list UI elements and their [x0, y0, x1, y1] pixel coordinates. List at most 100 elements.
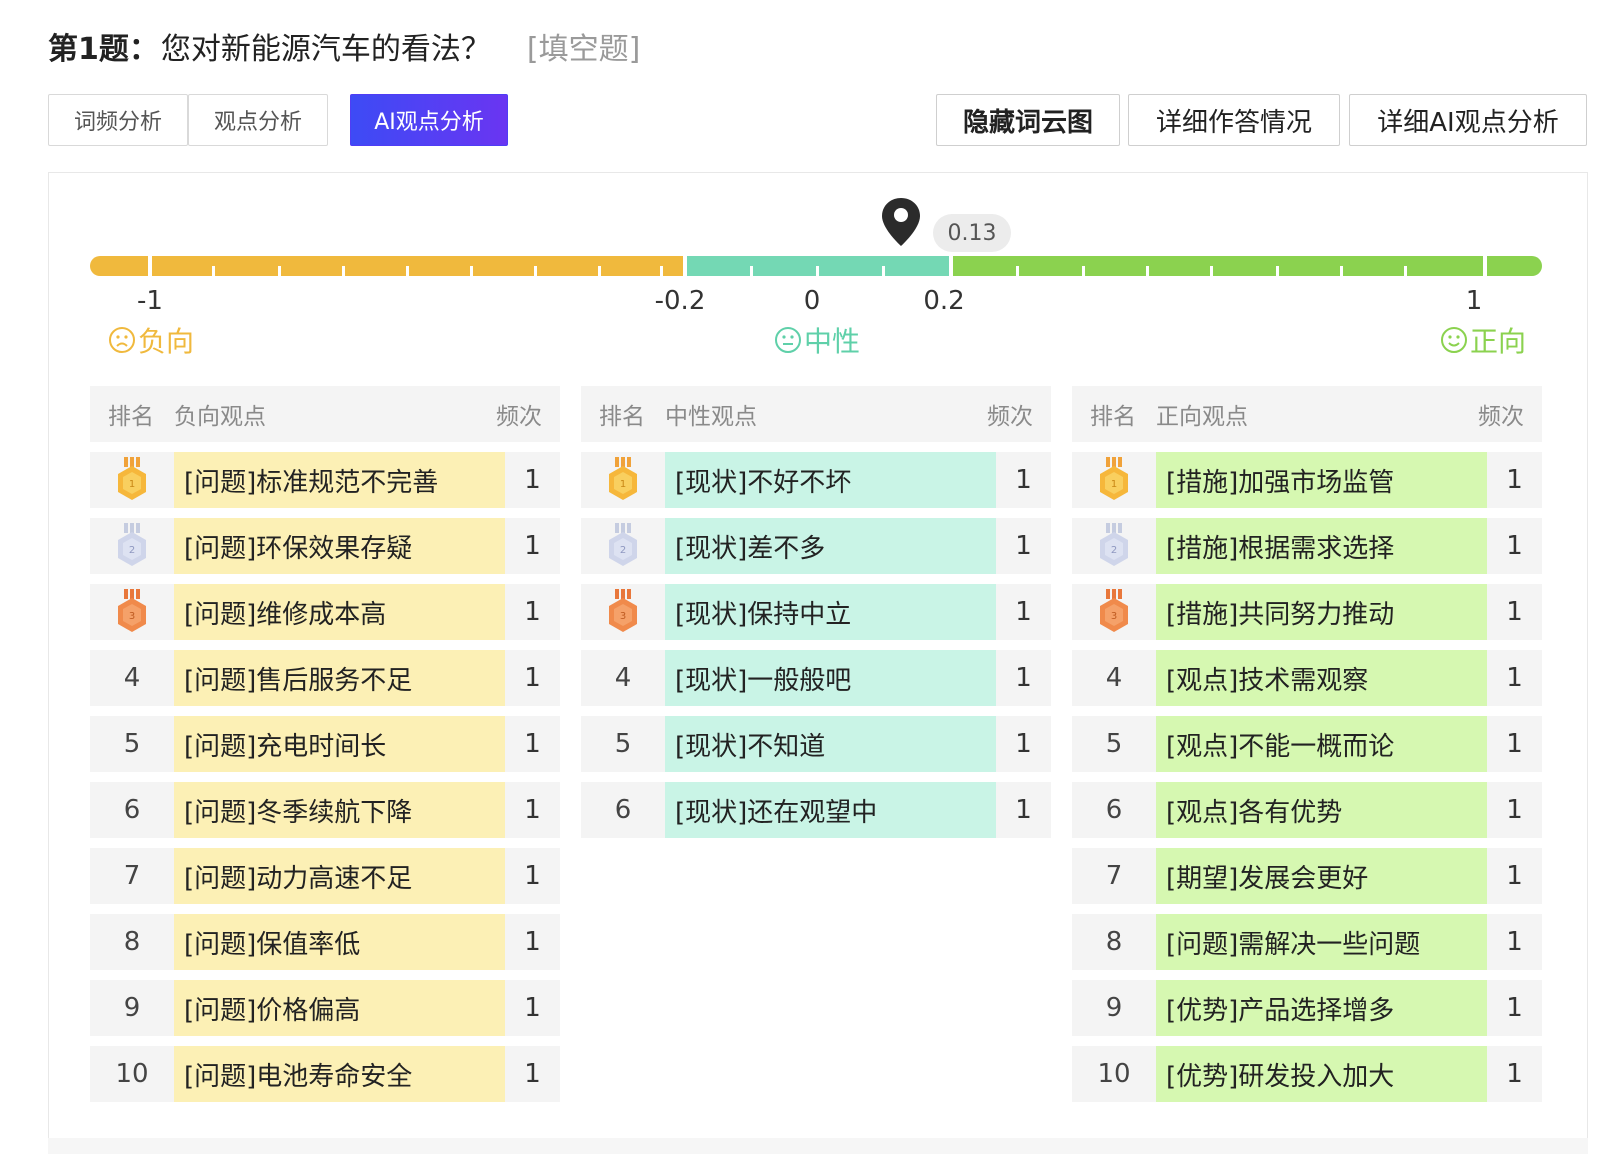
header-freq: 频次	[496, 404, 542, 430]
rank-cell: 5	[123, 729, 141, 759]
rank-cell: 2	[90, 518, 174, 574]
table-header: 排名 正向观点 频次	[1072, 386, 1542, 442]
positive-label: 正向	[1470, 325, 1527, 358]
hide-wordcloud-button[interactable]: 隐藏词云图	[936, 94, 1120, 146]
frequency-cell: 1	[1506, 1059, 1523, 1089]
question-text: 您对新能源汽车的看法？	[160, 32, 491, 67]
scale-tick	[1082, 266, 1085, 276]
negative-label: 负向	[138, 325, 195, 358]
rank-medal-icon: 2	[609, 523, 637, 566]
frequency-cell: 1	[524, 663, 541, 693]
table-row: 3 [措施]共同努力推动 1	[1072, 584, 1542, 640]
frequency-cell: 1	[524, 993, 541, 1023]
rank-cell: 3	[90, 584, 174, 640]
header-view: 正向观点	[1156, 404, 1248, 430]
svg-text:3: 3	[1111, 611, 1117, 622]
frequency-cell: 1	[1506, 993, 1523, 1023]
tab-word-frequency[interactable]: 词频分析	[48, 94, 188, 146]
rank-cell: 8	[123, 927, 141, 957]
location-pin-icon	[882, 198, 920, 246]
scale-tick	[342, 266, 345, 276]
opinion-cell: [期望]发展会更好	[1156, 848, 1487, 904]
frequency-cell: 1	[1506, 663, 1523, 693]
frequency-cell: 1	[524, 795, 541, 825]
neutral-label: 中性	[804, 325, 861, 358]
frequency-cell: 1	[1015, 597, 1032, 627]
frequency-cell: 1	[1506, 927, 1523, 957]
opinion-cell: [问题]电池寿命安全	[174, 1046, 505, 1102]
scale-tick	[1340, 266, 1343, 276]
scale-label-minus-point-two: -0.2	[654, 286, 706, 316]
opinion-cell: [措施]共同努力推动	[1156, 584, 1487, 640]
rank-cell: 1	[90, 452, 174, 508]
tab-opinion-analysis[interactable]: 观点分析	[188, 94, 328, 146]
opinion-cell: [问题]冬季续航下降	[174, 782, 505, 838]
detail-answers-button[interactable]: 详细作答情况	[1128, 94, 1340, 146]
scale-major-divider	[148, 256, 152, 276]
opinion-cell: [现状]还在观望中	[665, 782, 996, 838]
header-view: 中性观点	[665, 404, 757, 430]
scale-tick	[750, 266, 753, 276]
scale-tick	[816, 266, 819, 276]
header-freq: 频次	[1478, 404, 1524, 430]
rank-cell: 5	[614, 729, 632, 759]
scale-tick	[212, 266, 215, 276]
rank-cell: 4	[1105, 663, 1123, 693]
frequency-cell: 1	[1015, 729, 1032, 759]
rank-cell: 9	[1105, 993, 1123, 1023]
frequency-cell: 1	[1506, 861, 1523, 891]
rank-medal-icon: 1	[118, 457, 146, 500]
frequency-cell: 1	[524, 1059, 541, 1089]
opinion-cell: [问题]保值率低	[174, 914, 505, 970]
header-rank: 排名	[108, 404, 154, 430]
smile-face-icon	[1441, 327, 1467, 353]
scale-tick	[598, 266, 601, 276]
svg-text:1: 1	[1111, 479, 1117, 490]
table-header: 排名 中性观点 频次	[581, 386, 1051, 442]
opinion-cell: [问题]价格偏高	[174, 980, 505, 1036]
rank-cell: 1	[581, 452, 665, 508]
opinion-cell: [优势]研发投入加大	[1156, 1046, 1487, 1102]
frequency-cell: 1	[1506, 795, 1523, 825]
header-rank: 排名	[599, 404, 645, 430]
svg-text:1: 1	[129, 479, 135, 490]
tab-ai-opinion-analysis[interactable]: AI观点分析	[350, 94, 508, 146]
scale-tick	[1404, 266, 1407, 276]
negative-legend: 负向	[108, 320, 194, 360]
detail-ai-analysis-button[interactable]: 详细AI观点分析	[1349, 94, 1587, 146]
frequency-cell: 1	[1015, 795, 1032, 825]
positive-legend: 正向	[1440, 320, 1526, 360]
rank-cell: 8	[1105, 927, 1123, 957]
scale-major-divider	[1483, 256, 1487, 276]
table-row: 5 [现状]不知道 1	[581, 716, 1051, 772]
opinion-cell: [措施]根据需求选择	[1156, 518, 1487, 574]
frequency-cell: 1	[1506, 597, 1523, 627]
table-header: 排名 负向观点 频次	[90, 386, 560, 442]
opinion-cell: [现状]不知道	[665, 716, 996, 772]
scale-label-one: 1	[1465, 286, 1483, 316]
header-freq: 频次	[987, 404, 1033, 430]
frequency-cell: 1	[1506, 531, 1523, 561]
scale-label-point-two: 0.2	[923, 286, 965, 316]
scale-major-divider	[683, 256, 687, 276]
rank-medal-icon: 1	[1100, 457, 1128, 500]
sentiment-scale-bar	[90, 256, 1542, 276]
frequency-cell: 1	[1506, 729, 1523, 759]
